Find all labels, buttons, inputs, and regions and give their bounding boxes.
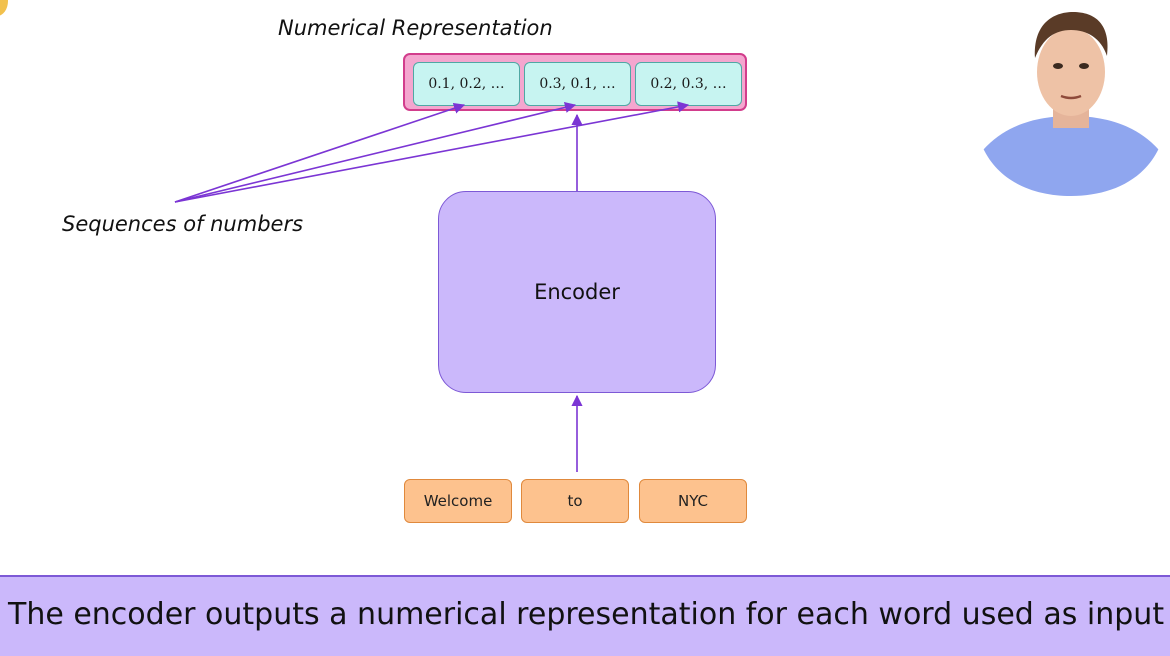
encoder-label: Encoder <box>534 280 620 304</box>
token-to: to <box>521 479 629 523</box>
thumbs-up-emoji-icon <box>0 0 8 16</box>
encoder-box: Encoder <box>438 191 716 393</box>
presenter-webcam-avatar <box>983 0 1159 196</box>
arrow-to-vector-2 <box>174 101 577 203</box>
caption-bar: The encoder outputs a numerical represen… <box>0 575 1170 656</box>
vector-cell-nyc: 0.2, 0.3, … <box>635 62 742 106</box>
token-welcome: Welcome <box>404 479 512 523</box>
vector-cell-welcome: 0.1, 0.2, … <box>413 62 520 106</box>
vector-cell-to: 0.3, 0.1, … <box>524 62 631 106</box>
caption-text: The encoder outputs a numerical represen… <box>8 597 1165 632</box>
token-nyc: NYC <box>639 479 747 523</box>
numerical-representation-box: 0.1, 0.2, … 0.3, 0.1, … 0.2, 0.3, … <box>403 53 747 111</box>
numerical-representation-label: Numerical Representation <box>278 16 553 40</box>
sequences-of-numbers-label: Sequences of numbers <box>62 212 304 236</box>
arrow-to-vector-3 <box>174 101 690 203</box>
arrow-to-vector-1 <box>174 102 466 203</box>
